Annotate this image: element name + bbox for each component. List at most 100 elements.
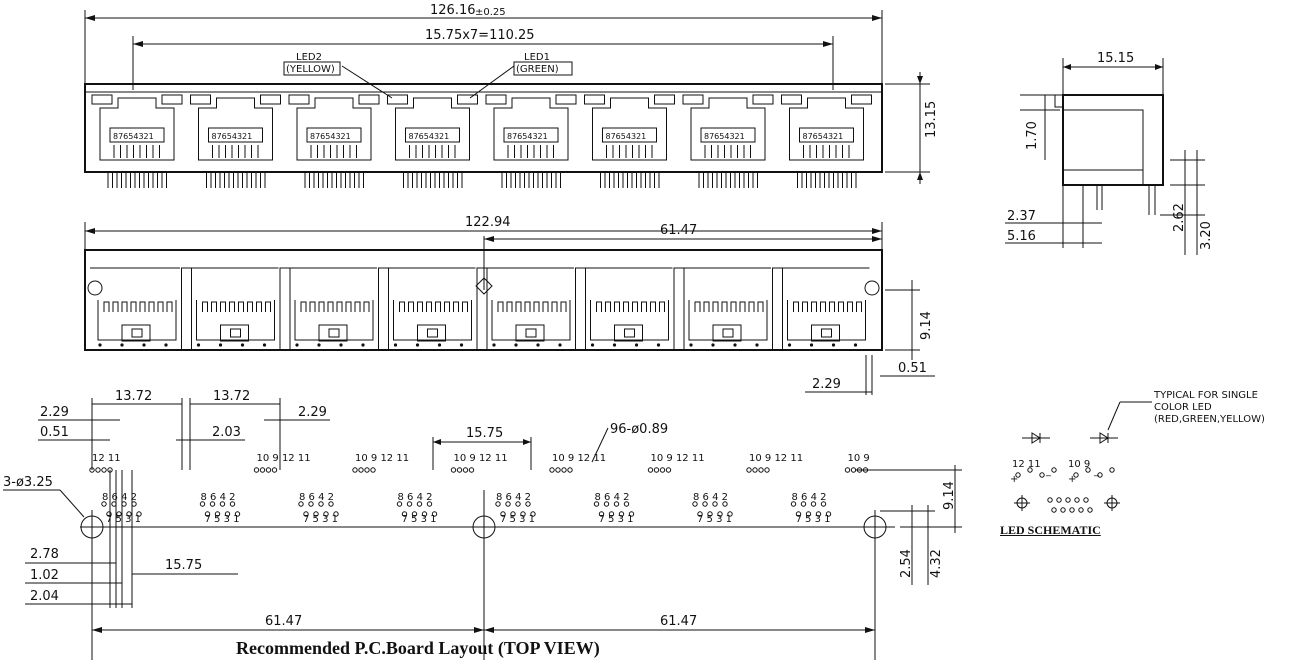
- odd-pins-label: 7 5 3 1: [402, 514, 437, 525]
- led-window: [358, 94, 380, 105]
- even-pins-label: 8 6 4 2: [398, 492, 433, 503]
- pcb-dim-13-72-b: 13.72: [213, 389, 250, 404]
- even-pins-label: 8 6 4 2: [693, 492, 728, 503]
- front-height-dim: 9.14: [919, 311, 934, 340]
- led-window: [555, 94, 577, 105]
- port-divider: [476, 267, 488, 351]
- side-dim-b: 2.37: [1007, 209, 1036, 224]
- top-housing: [84, 83, 883, 173]
- pcb-dim-2-29-b: 2.29: [298, 405, 327, 420]
- led-pin-label: 12 11: [92, 453, 121, 464]
- front-screw-left-icon: [87, 280, 103, 296]
- led-note-line1: TYPICAL FOR SINGLE: [1153, 390, 1258, 401]
- pin-numbers-label: 87654321: [704, 132, 745, 141]
- pin-label-box: [700, 127, 756, 143]
- port-latch: [220, 324, 249, 342]
- port-divider: [673, 267, 685, 351]
- pin-numbers-label: 87654321: [803, 132, 844, 141]
- jack-outline: [198, 97, 273, 161]
- pin-numbers-label: 87654321: [606, 132, 647, 141]
- led-note-line2: COLOR LED: [1154, 402, 1212, 413]
- top-port: 87654321: [387, 94, 478, 188]
- pcb-dim-15-75-top: 15.75: [466, 426, 503, 441]
- port-divider: [279, 267, 291, 351]
- pcb-holes-dim: 96-ø0.89: [610, 422, 668, 437]
- pcb-dim-2-04: 2.04: [30, 589, 59, 604]
- pcb-port: 10 9 12 11 8 6 4 2 7 5 3 1: [396, 453, 508, 525]
- led-schem-minus-right: _: [1093, 466, 1100, 477]
- odd-pins-label: 7 5 3 1: [106, 514, 141, 525]
- front-width-dim: 122.94: [465, 215, 511, 230]
- port-divider: [575, 267, 586, 351]
- led-schem-minus-left: _: [1045, 466, 1052, 477]
- led-window: [190, 94, 211, 105]
- front-port: [575, 267, 673, 351]
- pcb-port: 10 9 12 118 6 4 27 5 3 1: [298, 453, 409, 525]
- port-body: [491, 300, 571, 341]
- port-divider: [772, 267, 783, 351]
- pcb-dim-2-29-a: 2.29: [40, 405, 69, 420]
- port-body: [294, 300, 374, 341]
- pcb-dim-61-47-a: 61.47: [265, 614, 302, 629]
- port-latch: [121, 324, 151, 342]
- port-body: [393, 300, 472, 341]
- led2-color: (YELLOW): [286, 64, 335, 75]
- led-window: [781, 94, 802, 105]
- side-width-dim: 15.15: [1097, 51, 1134, 66]
- jack-outline: [592, 97, 667, 161]
- led-schem-plus-left: +: [1010, 474, 1018, 485]
- front-port: [181, 267, 279, 351]
- pcb-dim-4-32: 4.32: [929, 549, 944, 578]
- port-latch: [417, 324, 446, 342]
- pcb-mount-holes-dim: 3-ø3.25: [3, 475, 53, 490]
- top-port: 87654321: [781, 94, 872, 188]
- odd-pins-label: 7 5 3 1: [500, 514, 535, 525]
- top-port: 87654321: [190, 94, 281, 188]
- pin-label-box: [405, 127, 460, 143]
- led2-color-box: [283, 61, 341, 76]
- pcb-port: 10 9 12 11 8 6 4 2 7 5 3 1: [692, 453, 803, 525]
- diode-left-icon: [1022, 432, 1050, 444]
- front-port: [279, 267, 377, 351]
- led-window: [260, 94, 281, 105]
- even-pins-label: 8 6 4 2: [595, 492, 630, 503]
- odd-pins-label: 7 5 3 1: [697, 514, 732, 525]
- led-pin-label: 10 9 12 11: [454, 453, 508, 464]
- port-latch: [318, 324, 348, 342]
- pcb-port: 10 9 12 118 6 4 27 5 3 1: [593, 453, 705, 525]
- led-pin-label-last: 10 9: [848, 453, 870, 464]
- port-body: [97, 300, 177, 341]
- front-port: [90, 267, 180, 347]
- led-window: [752, 94, 774, 105]
- top-port: 87654321: [91, 94, 183, 188]
- front-pin-offset-dim: 2.29: [812, 377, 841, 392]
- pcb-dim-0-51: 0.51: [40, 425, 69, 440]
- led-note-line3: (RED,GREEN,YELLOW): [1154, 414, 1265, 425]
- port-body: [590, 300, 669, 341]
- led-window: [91, 94, 113, 105]
- pin-label-box: [109, 127, 165, 143]
- led1-color: (GREEN): [516, 64, 559, 75]
- pcb-port: 10 9 12 118 6 4 27 5 3 1: [495, 453, 606, 525]
- pcb-port: 10 98 6 4 27 5 3 1: [790, 453, 870, 525]
- port-latch: [614, 324, 643, 342]
- pin-numbers-label: 87654321: [113, 132, 154, 141]
- top-port: 87654321: [682, 94, 774, 188]
- pin-numbers-label: 87654321: [310, 132, 351, 141]
- led-pin-label: 10 9 12 11: [355, 453, 409, 464]
- led-window: [387, 94, 408, 105]
- led-pin-label: 10 9 12 11: [749, 453, 803, 464]
- led-pin-label: 10 9 12 11: [552, 453, 606, 464]
- front-port: [673, 267, 771, 351]
- jack-outline: [493, 97, 569, 161]
- led-window: [288, 94, 310, 105]
- jack-outline: [296, 97, 372, 161]
- pcb-dim-13-72-a: 13.72: [115, 389, 152, 404]
- side-dim-c: 5.16: [1007, 229, 1036, 244]
- odd-pins-label: 7 5 3 1: [796, 514, 831, 525]
- side-dim-d: 2.62: [1172, 203, 1187, 232]
- port-latch: [712, 324, 742, 342]
- side-dim-a: 1.70: [1025, 121, 1040, 150]
